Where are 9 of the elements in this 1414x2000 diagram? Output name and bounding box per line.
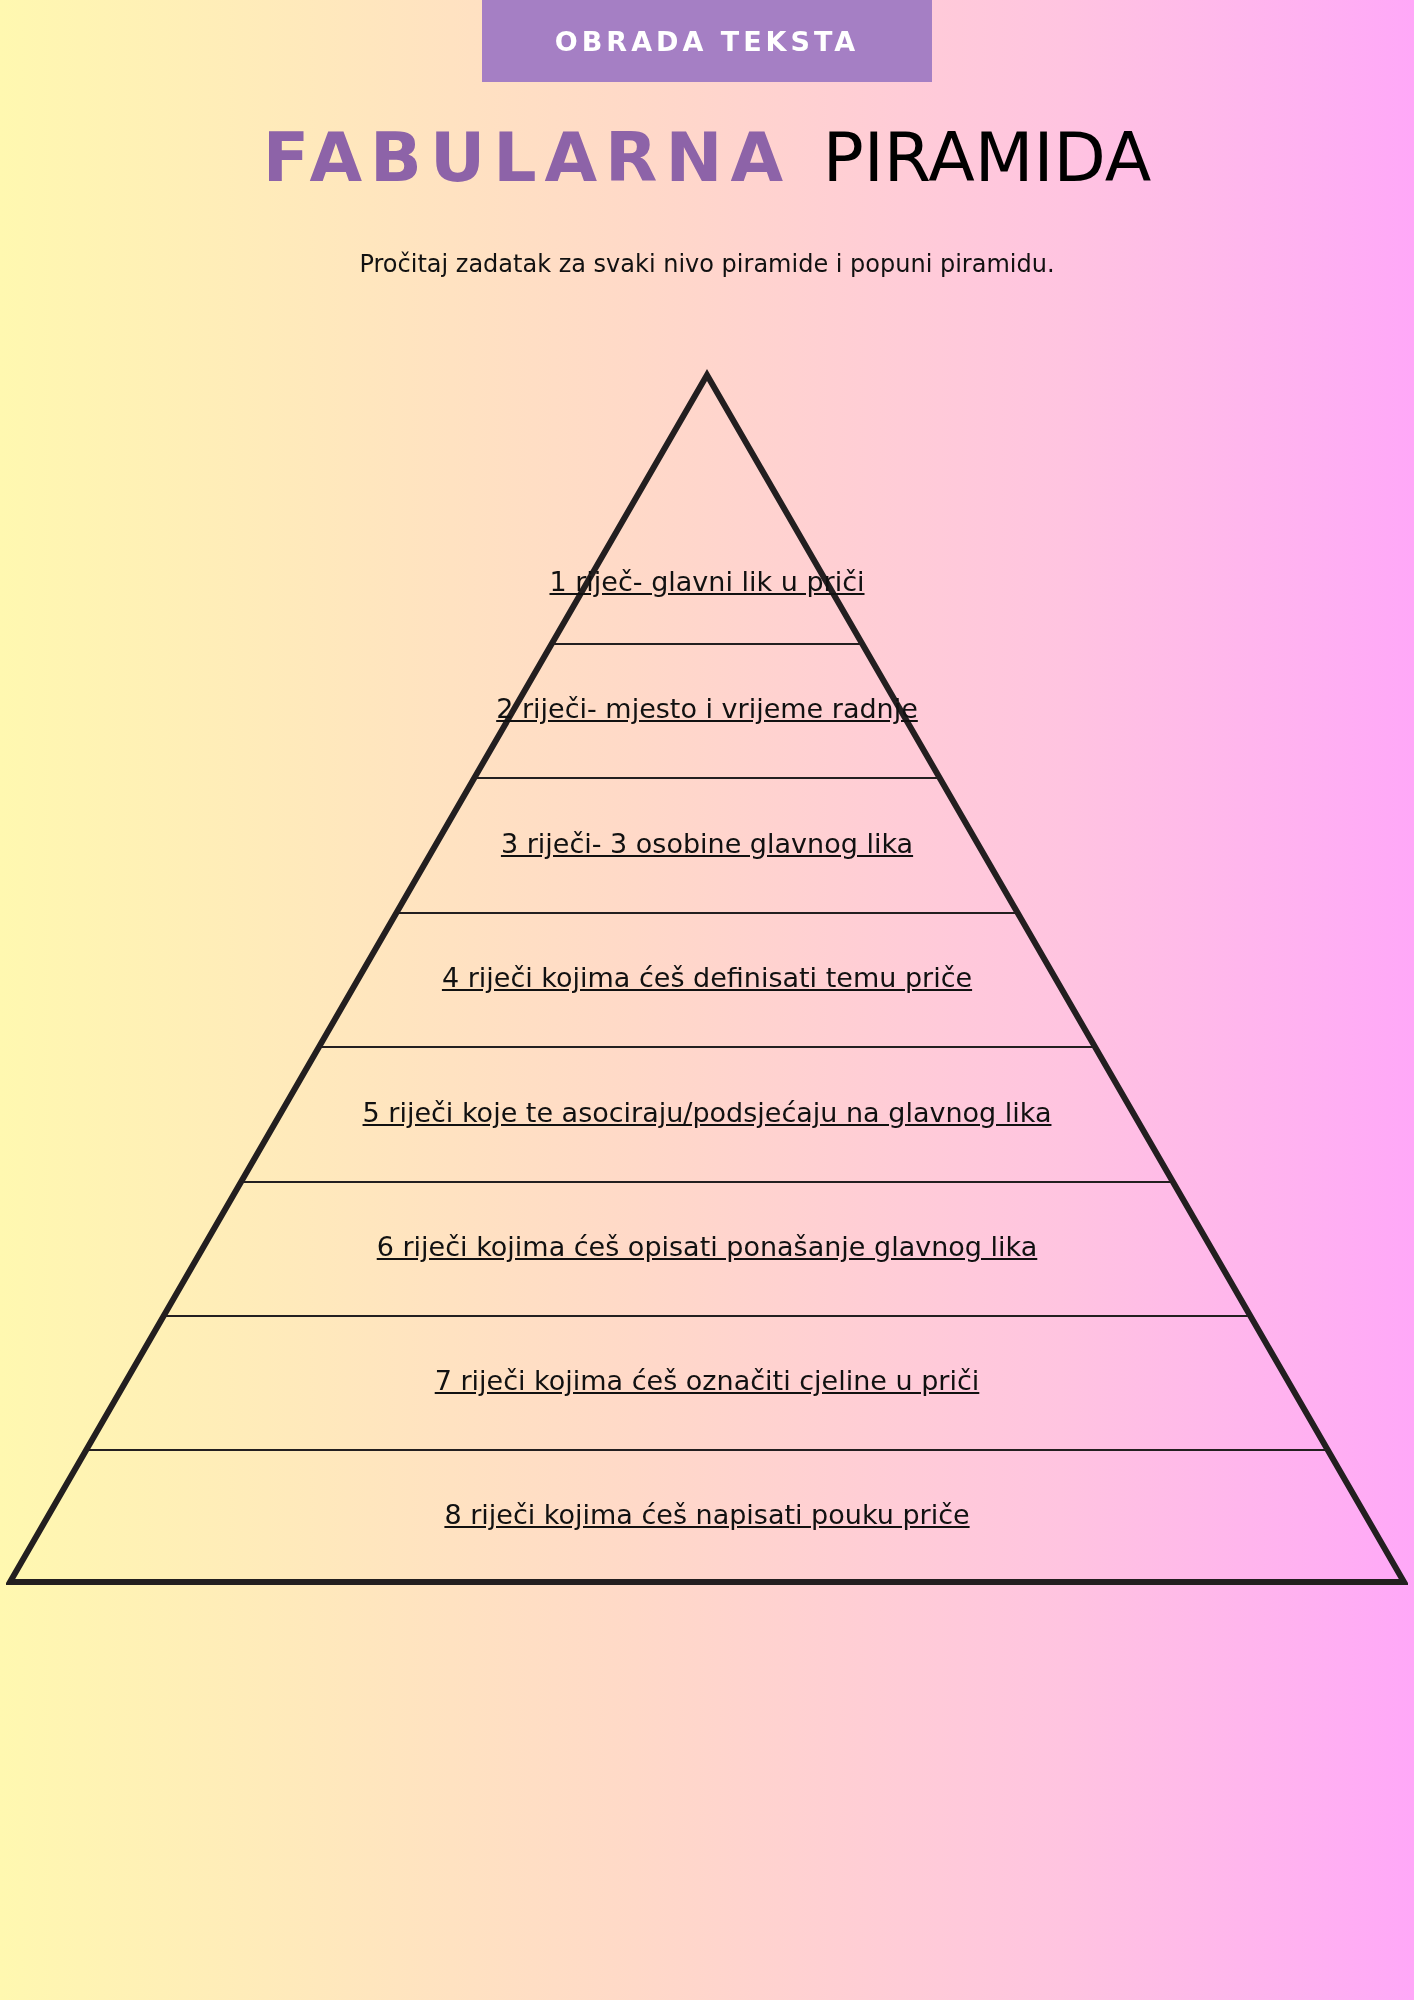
level-text: 6 riječi kojima ćeš opisati ponašanje glavnog lika [376,1231,1038,1262]
instruction-text: Pročitaj zadatak za svaki nivo piramide i popuni piramidu. [358,250,1056,278]
banner-label: OBRADA TEKSTA [482,0,932,82]
title: FABULARNA PIRAMIDA [261,118,1153,197]
level-text: 5 riječi koje te asociraju/podsjećaju na glavnog lika [362,1096,1052,1128]
level-text: 8 riječi kojima ćeš napisati pouku priče [444,1499,970,1530]
level-text: 4 riječi kojima ćeš definisati temu priče [441,962,973,993]
level-text: 3 riječi- 3 osobine glavnog lika [500,827,914,859]
level-text: 7 riječi kojima ćeš označiti cjeline u priči [434,1365,980,1396]
